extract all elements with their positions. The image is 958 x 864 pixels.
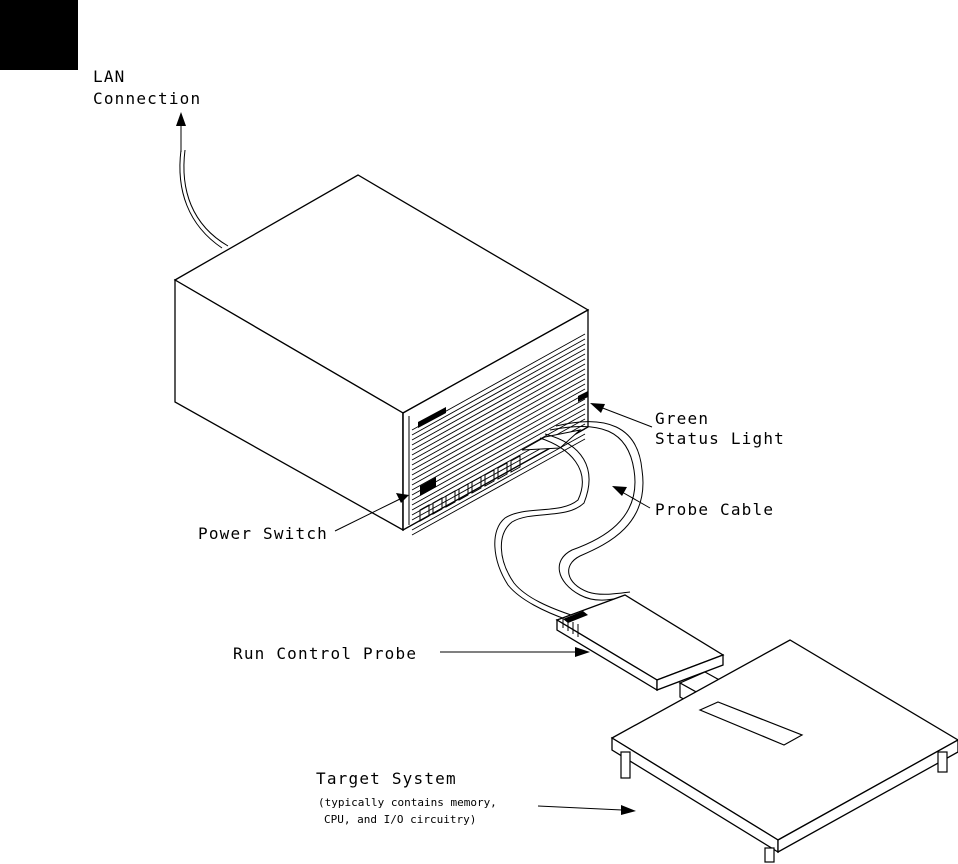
vent-line [411,398,586,496]
vent-line [411,373,586,471]
vent-line [411,383,586,481]
target-system-arrow [537,805,636,815]
vent-line [411,388,586,486]
vent-slot [484,469,495,487]
board-leg [764,847,775,863]
green-status-light-label-line1: Green [655,409,709,428]
cable-exit-opening [521,429,582,451]
front-panel-badge [418,407,446,428]
vent-line [411,338,586,436]
vent-slot [471,476,482,494]
emulator-box [173,174,590,536]
probe-cable [494,421,644,621]
run-control-probe-arrow [440,647,590,657]
green-status-light-icon [578,391,588,402]
green-status-light-label-line2: Status Light [655,429,785,448]
vent-slot [458,483,469,501]
vent-line [411,408,586,506]
target-system-label: Target System [316,769,457,788]
vent-line [411,393,586,491]
vent-slot [432,497,443,515]
lan-label-line1: LAN [93,67,126,86]
vent-line [411,353,586,451]
lan-arrow-icon [176,112,186,126]
vent-line [411,438,586,536]
vent-line [411,343,586,441]
target-system-board [610,639,958,863]
run-control-probe [555,594,725,692]
vent-slot [497,462,508,480]
target-system-desc-line1: (typically contains memory, [318,796,497,809]
green-status-light-arrow [590,403,653,428]
lower-vent-slots [419,455,521,522]
run-control-probe-label: Run Control Probe [233,644,417,663]
vent-line [411,368,586,466]
board-connector-socket [698,701,804,746]
vent-line [411,348,586,446]
vent-line [411,358,586,456]
probe-cable-arrow [612,486,651,509]
power-switch-icon [420,477,436,496]
lan-cable [176,112,229,249]
power-switch-arrow [334,493,409,532]
page-corner-tab [0,0,78,70]
board-leg [620,751,631,779]
vent-slot [510,455,521,473]
vent-line [411,403,586,501]
vent-line [411,413,586,511]
board-leg [937,751,948,773]
lan-label-line2: Connection [93,89,201,108]
target-system-desc-line2: CPU, and I/O circuitry) [324,813,476,826]
vent-slot [445,490,456,508]
power-switch-label: Power Switch [198,524,328,543]
probe-cable-label: Probe Cable [655,500,774,519]
vent-line [411,363,586,461]
vent-line [411,378,586,476]
vent-line [411,433,586,531]
vent-slot [419,504,430,522]
